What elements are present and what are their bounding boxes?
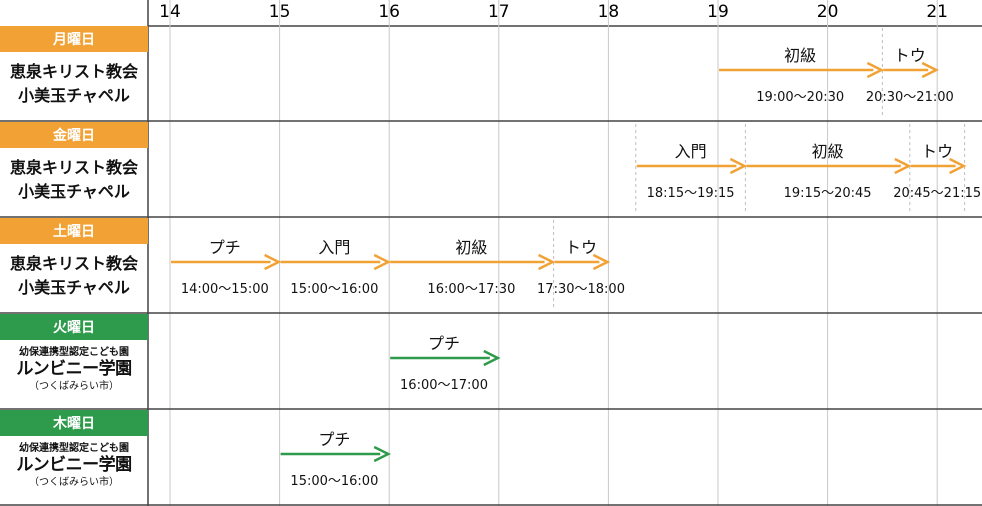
venue-name: 恵泉キリスト教会小美玉チャペル — [0, 156, 148, 204]
session-name: 入門 — [318, 238, 351, 257]
session-name: プチ — [427, 334, 461, 353]
session-name: プチ — [208, 238, 241, 257]
session-name: トウ — [893, 46, 926, 65]
hour-label: 19 — [707, 2, 729, 22]
session-name: トウ — [564, 238, 598, 257]
session-time: 20:30〜21:00 — [865, 90, 954, 105]
session-arrowhead — [921, 61, 939, 79]
session-name: トウ — [921, 142, 954, 161]
session-arrowhead — [538, 253, 556, 271]
session-time: 15:00〜16:00 — [290, 282, 379, 297]
venue-city: （つくばみらい市） — [29, 477, 119, 488]
day-badge: 火曜日 — [0, 314, 148, 340]
session-time: 20:45〜21:15 — [893, 186, 982, 201]
hour-label: 20 — [816, 2, 839, 22]
session-arrowhead — [729, 157, 748, 175]
session-time: 18:15〜19:15 — [646, 186, 735, 201]
hour-label: 18 — [597, 2, 620, 22]
venue-main: ルンビニー学園 — [16, 359, 132, 379]
hour-label: 15 — [268, 2, 291, 22]
session-name: 初級 — [811, 142, 844, 161]
venue-line: 小美玉チャペル — [18, 86, 130, 105]
session-arrowhead — [949, 157, 967, 175]
sidebar-row: 月曜日恵泉キリスト教会小美玉チャペル — [0, 26, 148, 120]
session-name: 初級 — [784, 46, 817, 65]
day-badge: 月曜日 — [0, 26, 148, 52]
session-arrowhead — [373, 445, 391, 463]
sidebar-row: 火曜日幼保連携型認定こども園ルンビニー学園 （つくばみらい市） — [0, 314, 148, 408]
venue-line: 小美玉チャペル — [18, 278, 130, 297]
hour-label: 17 — [487, 2, 510, 22]
venue-name: 恵泉キリスト教会小美玉チャペル — [0, 252, 148, 300]
day-badge: 木曜日 — [0, 410, 148, 436]
session-arrowhead — [592, 253, 611, 271]
venue-city: （つくばみらい市） — [29, 381, 119, 392]
session-arrowhead — [373, 253, 391, 271]
session-arrowhead — [483, 349, 501, 367]
hour-label: 21 — [926, 2, 949, 22]
sidebar-row: 金曜日恵泉キリスト教会小美玉チャペル — [0, 122, 148, 216]
session-time: 16:00〜17:00 — [400, 378, 488, 393]
session-time: 15:00〜16:00 — [290, 474, 379, 489]
venue-name: 恵泉キリスト教会小美玉チャペル — [0, 60, 148, 108]
session-time: 19:15〜20:45 — [783, 186, 872, 201]
session-name: プチ — [318, 430, 351, 449]
session-time: 17:30〜18:00 — [537, 282, 625, 297]
venue-main: ルンビニー学園 — [16, 455, 132, 475]
session-arrowhead — [894, 157, 912, 175]
venue-line: 恵泉キリスト教会 — [9, 254, 138, 273]
session-time: 14:00〜15:00 — [180, 282, 269, 297]
sidebar-row: 土曜日恵泉キリスト教会小美玉チャペル — [0, 218, 148, 312]
venue-line: 恵泉キリスト教会 — [9, 158, 138, 177]
venue-line: 恵泉キリスト教会 — [9, 62, 138, 81]
day-badge: 金曜日 — [0, 122, 148, 148]
venue-line: 小美玉チャペル — [18, 182, 130, 201]
session-name: 初級 — [455, 238, 488, 257]
session-arrowhead — [866, 61, 885, 79]
hour-label: 14 — [159, 2, 181, 22]
session-time: 19:00〜20:30 — [756, 90, 845, 105]
session-arrowhead — [264, 253, 282, 271]
sidebar-row: 木曜日幼保連携型認定こども園ルンビニー学園 （つくばみらい市） — [0, 410, 148, 504]
session-time: 16:00〜17:30 — [427, 282, 516, 297]
session-name: 入門 — [674, 142, 707, 161]
venue-name: 幼保連携型認定こども園ルンビニー学園 （つくばみらい市） — [0, 346, 148, 393]
venue-sub: 幼保連携型認定こども園 — [19, 347, 129, 358]
day-badge: 土曜日 — [0, 218, 148, 244]
venue-name: 幼保連携型認定こども園ルンビニー学園 （つくばみらい市） — [0, 442, 148, 489]
hour-label: 16 — [378, 2, 401, 22]
venue-sub: 幼保連携型認定こども園 — [19, 443, 129, 454]
